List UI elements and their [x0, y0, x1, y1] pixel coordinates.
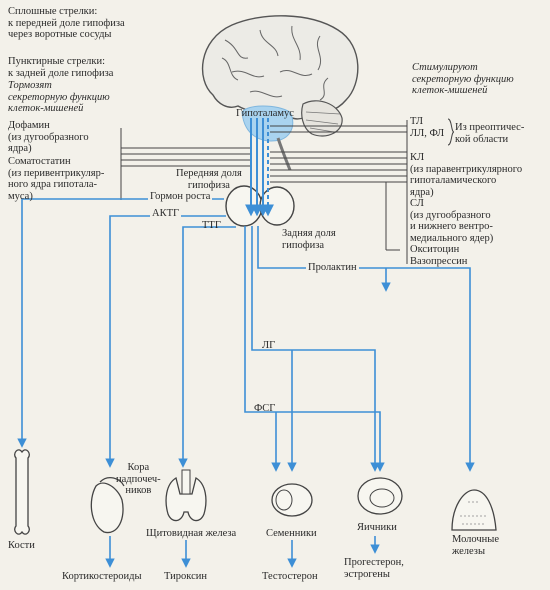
anterior-pituitary-line1: Передняя доля: [176, 168, 242, 179]
anterior-pituitary-label: Передняя доля гипофиза: [176, 168, 242, 191]
kl-source3: ядра): [410, 186, 434, 198]
kl-source1: (из паравентрикулярного: [410, 163, 523, 175]
legend-dotted-line1: к задней доле гипофиза: [8, 67, 114, 79]
brain-illustration: [201, 15, 359, 171]
adrenal-line1: Кора: [127, 462, 150, 473]
adrenal-illustration: [90, 476, 125, 534]
vasopressin-label: Вазопрессин: [410, 256, 468, 267]
bones-label: Кости: [8, 540, 35, 551]
preoptic-brace: [447, 118, 455, 146]
hypothalamus-label: Гипоталамус: [236, 108, 294, 119]
adrenal-label: Кора надпочеч- ников: [116, 462, 161, 497]
bone-illustration: [14, 449, 30, 535]
pituitary-illustration: [225, 185, 295, 227]
inhibit-header-line3: клеток-мишеней: [8, 103, 84, 114]
fsg-label: ФСГ: [254, 403, 276, 414]
legend-solid-title: Сплошные стрелки:: [8, 6, 98, 17]
stimulate-header-line2: секреторную функцию: [412, 73, 514, 85]
testosterone-label: Тестостерон: [262, 571, 318, 582]
legend-dotted: Пунктирные стрелки: к задней доле гипофи…: [8, 56, 113, 79]
testes-illustration: [271, 483, 313, 517]
growth-hormone-label: Гормон роста: [148, 191, 213, 203]
testes-label: Семенники: [266, 528, 317, 539]
legend-dotted-title: Пунктирные стрелки:: [8, 56, 105, 67]
somatostatin-source1: (из перивентрикуляр-: [8, 167, 105, 179]
dopamine-label: Дофамин (из дугообразного ядра): [8, 120, 89, 155]
dopamine-name: Дофамин: [8, 120, 50, 131]
legend-solid-line1: к передней доле гипофиза: [8, 17, 125, 29]
legend-solid-line2: через воротные сосуды: [8, 29, 112, 40]
thyroxine-label: Тироксин: [164, 571, 208, 582]
kl-name: КЛ: [410, 152, 425, 163]
adrenal-line3: ников: [125, 485, 152, 496]
sl-source1: (из дугообразного: [410, 209, 491, 221]
lg-label: ЛГ: [262, 340, 276, 351]
ttg-label: ТТГ: [202, 220, 221, 231]
mammary-label: Молочные железы: [452, 534, 499, 557]
corticosteroids-label: Кортикостероиды: [62, 571, 142, 582]
ovarian-products-line2: эстрогены: [344, 568, 390, 580]
inhibit-header-line1: Тормозят: [8, 80, 52, 91]
ovarian-products-label: Прогестерон, эстрогены: [344, 557, 404, 580]
kl-label: КЛ (из паравентрикулярного гипоталамичес…: [410, 152, 522, 198]
sl-label: СЛ (из дугообразного и нижнего вентро- м…: [410, 198, 493, 244]
mammary-line2: железы: [452, 545, 486, 557]
sl-name: СЛ: [410, 198, 424, 209]
adrenal-line2: надпочеч-: [116, 473, 161, 485]
posterior-pituitary-label: Задняя доля гипофиза: [282, 228, 336, 251]
stimulate-header-line3: клеток-мишеней: [412, 85, 488, 96]
actg-label: АКТГ: [150, 208, 182, 220]
anterior-pituitary-line2: гипофиза: [187, 179, 230, 191]
inhibit-header: Тормозят секреторную функцию клеток-мише…: [8, 80, 110, 115]
prolactin-label: Пролактин: [306, 262, 359, 274]
ovarian-products-line1: Прогестерон,: [344, 557, 404, 568]
dopamine-source1: (из дугообразного: [8, 131, 89, 143]
somatostatin-name: Соматостатин: [8, 156, 71, 167]
posterior-pituitary-line2: гипофиза: [282, 239, 325, 251]
oxytocin-label: Окситоцин: [410, 244, 460, 255]
tl-label: ТЛ: [410, 116, 424, 127]
ovaries-label: Яичники: [357, 522, 397, 533]
somatostatin-source3: муса): [8, 190, 33, 202]
portal-arrows: [245, 118, 274, 217]
stimulate-header-line1: Стимулируют: [412, 62, 478, 73]
ll-fl-label: ЛЛ, ФЛ: [410, 128, 445, 139]
preoptic-line2: кой области: [455, 133, 509, 145]
somatostatin-label: Соматостатин (из перивентрикуляр- ного я…: [8, 156, 104, 202]
somatostatin-source2: ного ядра гипотала-: [8, 179, 98, 190]
legend-solid: Сплошные стрелки: к передней доле гипофи…: [8, 6, 125, 41]
thyroid-label: Щитовидная железа: [146, 528, 237, 539]
releasing-lines: [120, 120, 408, 264]
ovary-illustration: [357, 477, 403, 515]
dopamine-source2: ядра): [8, 143, 32, 154]
posterior-pituitary-line1: Задняя доля: [282, 228, 336, 239]
sl-source2: и нижнего вентро-: [410, 221, 493, 232]
sl-source3: медиального ядер): [410, 232, 494, 244]
preoptic-label: Из преоптичес- кой области: [455, 122, 524, 145]
stimulate-header: Стимулируют секреторную функцию клеток-м…: [412, 62, 514, 97]
mammary-line1: Молочные: [452, 534, 500, 545]
thyroid-illustration: [165, 469, 207, 522]
preoptic-line1: Из преоптичес-: [455, 122, 525, 133]
inhibit-header-line2: секреторную функцию: [8, 91, 110, 103]
kl-source2: гипоталамического: [410, 175, 497, 186]
mammary-illustration: [451, 489, 497, 531]
hormone-arrows: [17, 198, 475, 568]
